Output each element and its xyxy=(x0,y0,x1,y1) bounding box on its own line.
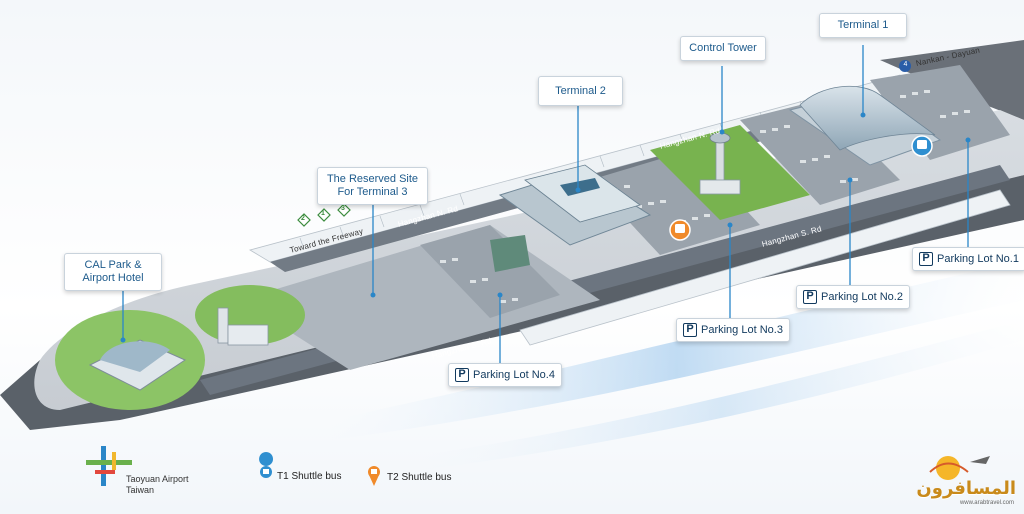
brand-name-line2: Taiwan xyxy=(126,485,155,495)
legend-t2-shuttle: T2 Shuttle bus xyxy=(387,472,451,483)
taoyuan-logo-mark xyxy=(86,446,132,486)
watermark-text: المسافرون xyxy=(916,478,1016,499)
callout-dots xyxy=(120,112,971,343)
t1-shuttle-marker[interactable] xyxy=(911,135,933,157)
west-building xyxy=(227,324,269,346)
t2-shuttle-marker[interactable] xyxy=(669,219,691,241)
callout-parking-lot-4[interactable]: P Parking Lot No.4 xyxy=(448,363,562,387)
control-tower-shaft xyxy=(715,139,725,186)
watermark-sub: www.arabtravel.com xyxy=(959,500,1014,506)
control-tower-base xyxy=(699,179,741,195)
reserved-site-line1: The Reserved Site xyxy=(326,173,419,185)
cal-park-line1: CAL Park & xyxy=(84,259,142,271)
freeway-badges xyxy=(297,203,351,227)
south-building-strip xyxy=(519,189,1011,346)
callout-parking-lot-2[interactable]: P Parking Lot No.2 xyxy=(796,285,910,309)
legend-t2-pin-shape xyxy=(368,466,380,486)
freeway-badge-2: 2 xyxy=(301,215,305,222)
parking-icon: P xyxy=(455,368,469,382)
freeway-badge-1: 1 xyxy=(321,210,325,217)
tower-grounds xyxy=(650,125,810,220)
parking-lot-1-area xyxy=(870,65,1010,160)
callout-leaders xyxy=(122,45,969,363)
west-tower xyxy=(217,307,229,344)
freeway-badge-3: 3 xyxy=(341,205,345,212)
freeway-badge-3-shape xyxy=(337,203,351,217)
callout-terminal-1[interactable]: Terminal 1 xyxy=(819,13,907,38)
parking-lot-3-area xyxy=(590,150,760,255)
parking-lot-1-label: Parking Lot No.1 xyxy=(937,252,1019,265)
legend-t1-label: T1 Shuttle bus xyxy=(277,471,342,482)
callout-cal-park[interactable]: CAL Park & Airport Hotel xyxy=(64,253,162,291)
freeway-badge-1-shape xyxy=(317,208,331,222)
route-4-badge: 4 xyxy=(903,61,908,68)
parking-icon: P xyxy=(683,323,697,337)
parking-icon: P xyxy=(919,252,933,266)
parking-lot-2-area xyxy=(740,100,900,205)
terminal-2-parking-structure xyxy=(490,235,530,272)
brand-name-line1: Taoyuan Airport xyxy=(126,474,189,484)
legend-t1-pin-shape xyxy=(259,452,274,478)
parking-lot-3-label: Parking Lot No.3 xyxy=(701,323,783,336)
parking-icon: P xyxy=(803,290,817,304)
reserved-site-line2: For Terminal 3 xyxy=(337,186,408,198)
cal-hotel-roof xyxy=(100,341,170,372)
route-4-badge-shape xyxy=(899,60,911,72)
brand-text: Taoyuan Airport Taiwan xyxy=(126,474,189,496)
terminal-2-roof xyxy=(524,164,641,223)
watermark: المسافرون www.arabtravel.com xyxy=(915,452,1020,510)
terminal-2-skylight xyxy=(560,178,600,196)
parking-lot-2-label: Parking Lot No.2 xyxy=(821,290,903,303)
cal-park-line2: Airport Hotel xyxy=(82,272,144,284)
freeway-badge-2-shape xyxy=(297,213,311,227)
legend-t2-label: T2 Shuttle bus xyxy=(387,472,452,483)
taoyuan-airport-brand: Taoyuan Airport Taiwan xyxy=(86,446,206,496)
callout-parking-lot-3[interactable]: P Parking Lot No.3 xyxy=(676,318,790,342)
background-wave-2 xyxy=(420,320,1024,470)
parking-lot-4-label: Parking Lot No.4 xyxy=(473,368,555,381)
callout-terminal-2[interactable]: Terminal 2 xyxy=(538,76,623,106)
watermark-sun-icon xyxy=(929,456,990,480)
terminal-1-roof xyxy=(799,85,936,151)
parking-lot-4-area xyxy=(420,225,560,318)
callout-parking-lot-1[interactable]: P Parking Lot No.1 xyxy=(912,247,1024,271)
callout-reserved-site-t3[interactable]: The Reserved Site For Terminal 3 xyxy=(317,167,428,205)
callout-control-tower[interactable]: Control Tower xyxy=(680,36,766,61)
legend-t1-shuttle: T1 Shuttle bus xyxy=(277,471,341,482)
